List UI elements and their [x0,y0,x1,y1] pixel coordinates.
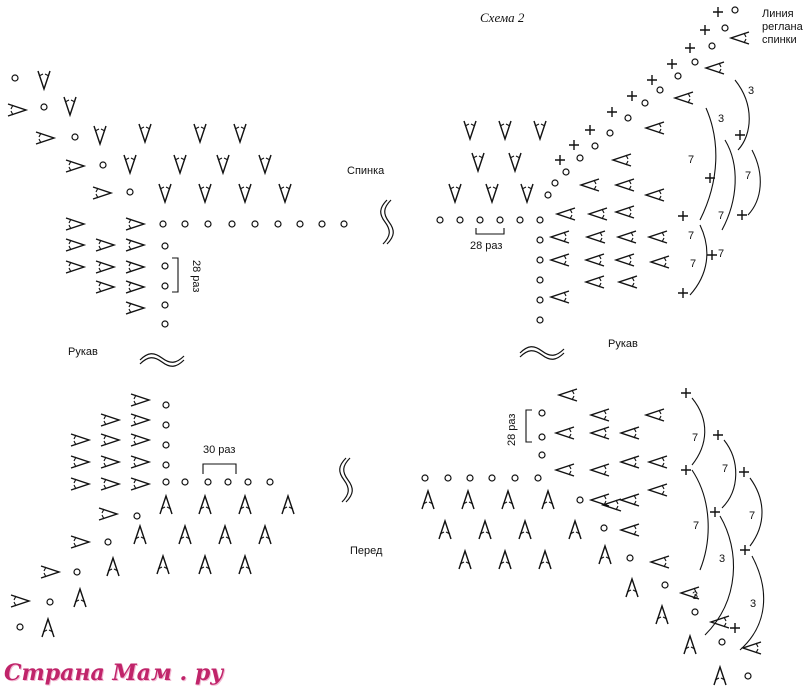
chain-count: 3 [748,85,755,97]
wavy-separator-left [139,353,185,367]
label-back: Спинка [347,165,385,177]
repeat-label-bottom-right: 28 раз [506,413,518,446]
quadrant-bottom-right [421,387,765,686]
scheme-title: Схема 2 [480,10,525,25]
chain-count: 7 [749,510,756,522]
chain-count: 3 [750,598,757,610]
quadrant-top-right [436,6,761,324]
raglan-line-3: спинки [762,34,797,46]
label-sleeve-right: Рукав [608,338,638,350]
chain-count: 7 [688,230,695,242]
chain-count: 7 [693,520,700,532]
wavy-separator-top [380,199,394,245]
raglan-line-2: реглана [762,21,803,33]
chain-count: 7 [692,432,699,444]
watermark-logo: Страна Мам . ру [4,660,224,686]
raglan-line-1: Линия [762,8,794,20]
raglan-line-label: Линия реглана спинки [762,8,803,47]
label-front: Перед [350,545,383,557]
quadrant-top-left [7,70,348,328]
chain-count: 7 [718,210,725,222]
chain-count: 7 [745,170,752,182]
wavy-separator-bottom [339,457,353,503]
chain-count: 7 [690,258,697,270]
chain-count: 7 [718,248,725,260]
chain-count: 7 [722,463,729,475]
chain-count: 7 [688,154,695,166]
wavy-separator-right [519,346,565,360]
repeat-label-top-right: 28 раз [470,240,503,252]
chain-count: 3 [718,113,725,125]
chain-count: 3 [692,590,699,602]
label-sleeve-left: Рукав [68,346,98,358]
repeat-label-bottom-left: 30 раз [203,444,236,456]
quadrant-bottom-left [10,393,295,638]
repeat-label-top-left: 28 раз [190,260,202,293]
chain-count: 3 [719,553,726,565]
